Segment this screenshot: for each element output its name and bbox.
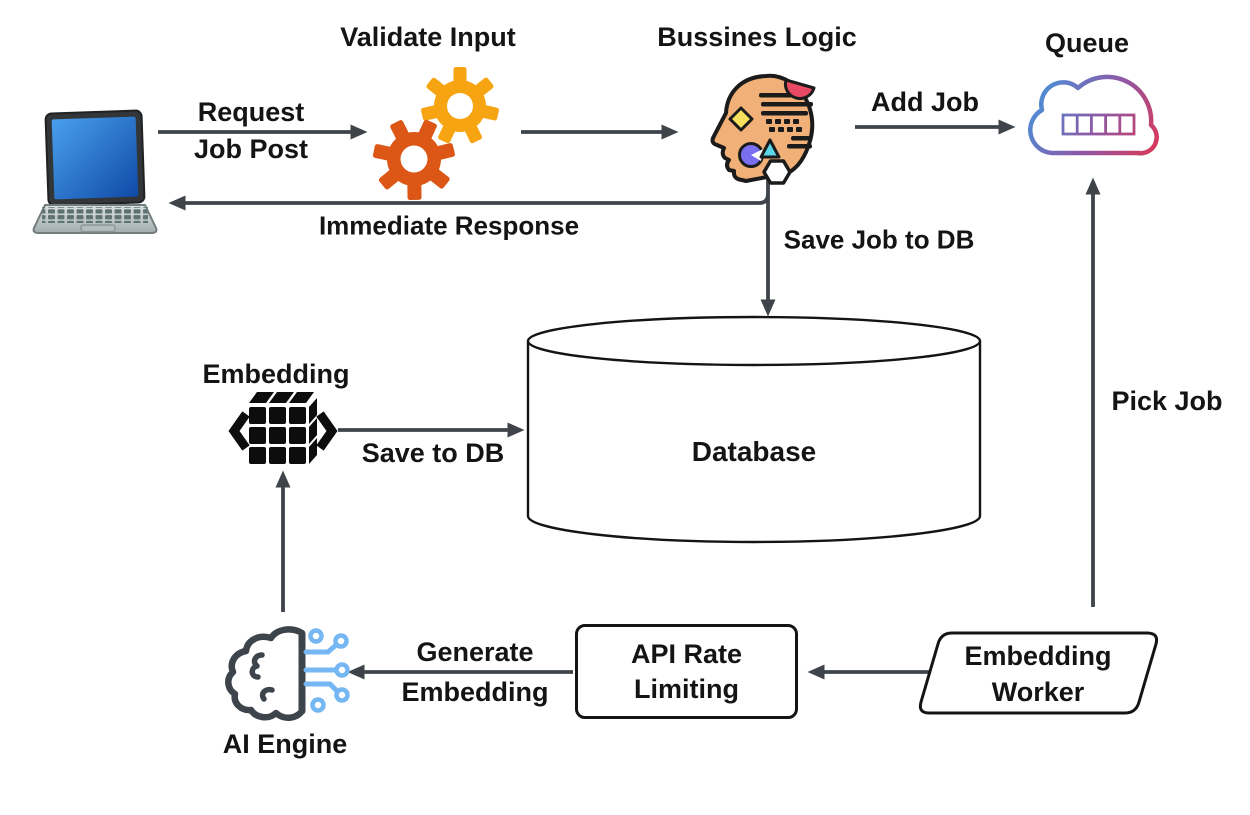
connectors-layer	[158, 119, 1101, 680]
database-cylinder	[526, 315, 982, 544]
edge-label-request-line1: Request	[197, 97, 305, 127]
head-triangle	[759, 138, 781, 159]
laptop-keyboard	[42, 207, 148, 223]
chevron-left-icon	[228, 411, 250, 451]
api-rate-limiting-line2: Limiting	[634, 673, 739, 704]
laptop-trackpad	[80, 224, 116, 233]
api-rate-limiting-line1: API Rate	[630, 638, 743, 669]
thinking-head-icon	[710, 73, 816, 185]
database-label: Database	[691, 436, 817, 468]
ai-engine-title: AI Engine	[222, 728, 348, 759]
embedding-worker-line2: Worker	[991, 677, 1085, 707]
edge-label-request-line2: Job Post	[193, 134, 309, 164]
brain-circuit-icon	[225, 626, 350, 721]
embedding-worker-label: Embedding Worker	[965, 638, 1112, 710]
edge-label-save-to-db: Save to DB	[361, 437, 505, 468]
head-hexagon	[762, 159, 792, 185]
laptop-icon	[32, 109, 158, 234]
head-semicircle	[783, 78, 816, 101]
business-logic-title: Bussines Logic	[657, 21, 857, 52]
circuit-traces	[303, 628, 350, 713]
arrow-immediate-response	[168, 193, 770, 211]
matrix-cube-icon	[228, 392, 338, 464]
edge-label-generate-embedding: Generate Embedding	[402, 632, 549, 712]
queue-slots	[1061, 113, 1136, 136]
embedding-worker-shape	[918, 631, 1159, 715]
edge-label-generate-line2: Embedding	[401, 677, 549, 707]
queue-title: Queue	[1044, 27, 1130, 58]
gear-amber	[421, 67, 499, 144]
api-rate-limiting-box: API Rate Limiting	[575, 624, 798, 719]
edge-label-generate-line1: Generate	[416, 637, 534, 667]
edge-label-immediate-response: Immediate Response	[318, 210, 580, 241]
validate-input-title: Validate Input	[340, 21, 516, 52]
embedding-title: Embedding	[202, 358, 350, 389]
cloud-queue-icon	[1028, 74, 1159, 156]
head-diamond	[728, 106, 754, 132]
edge-label-pick-job: Pick Job	[1111, 385, 1223, 416]
embedding-worker-line1: Embedding	[964, 641, 1112, 671]
edge-label-add-job: Add Job	[871, 86, 979, 117]
edge-label-save-job-to-db: Save Job to DB	[783, 224, 975, 255]
edge-label-request-job-post: Request Job Post	[194, 94, 308, 168]
chevron-right-icon	[316, 411, 338, 451]
gears-icon	[372, 67, 499, 201]
gear-orange	[372, 119, 455, 201]
